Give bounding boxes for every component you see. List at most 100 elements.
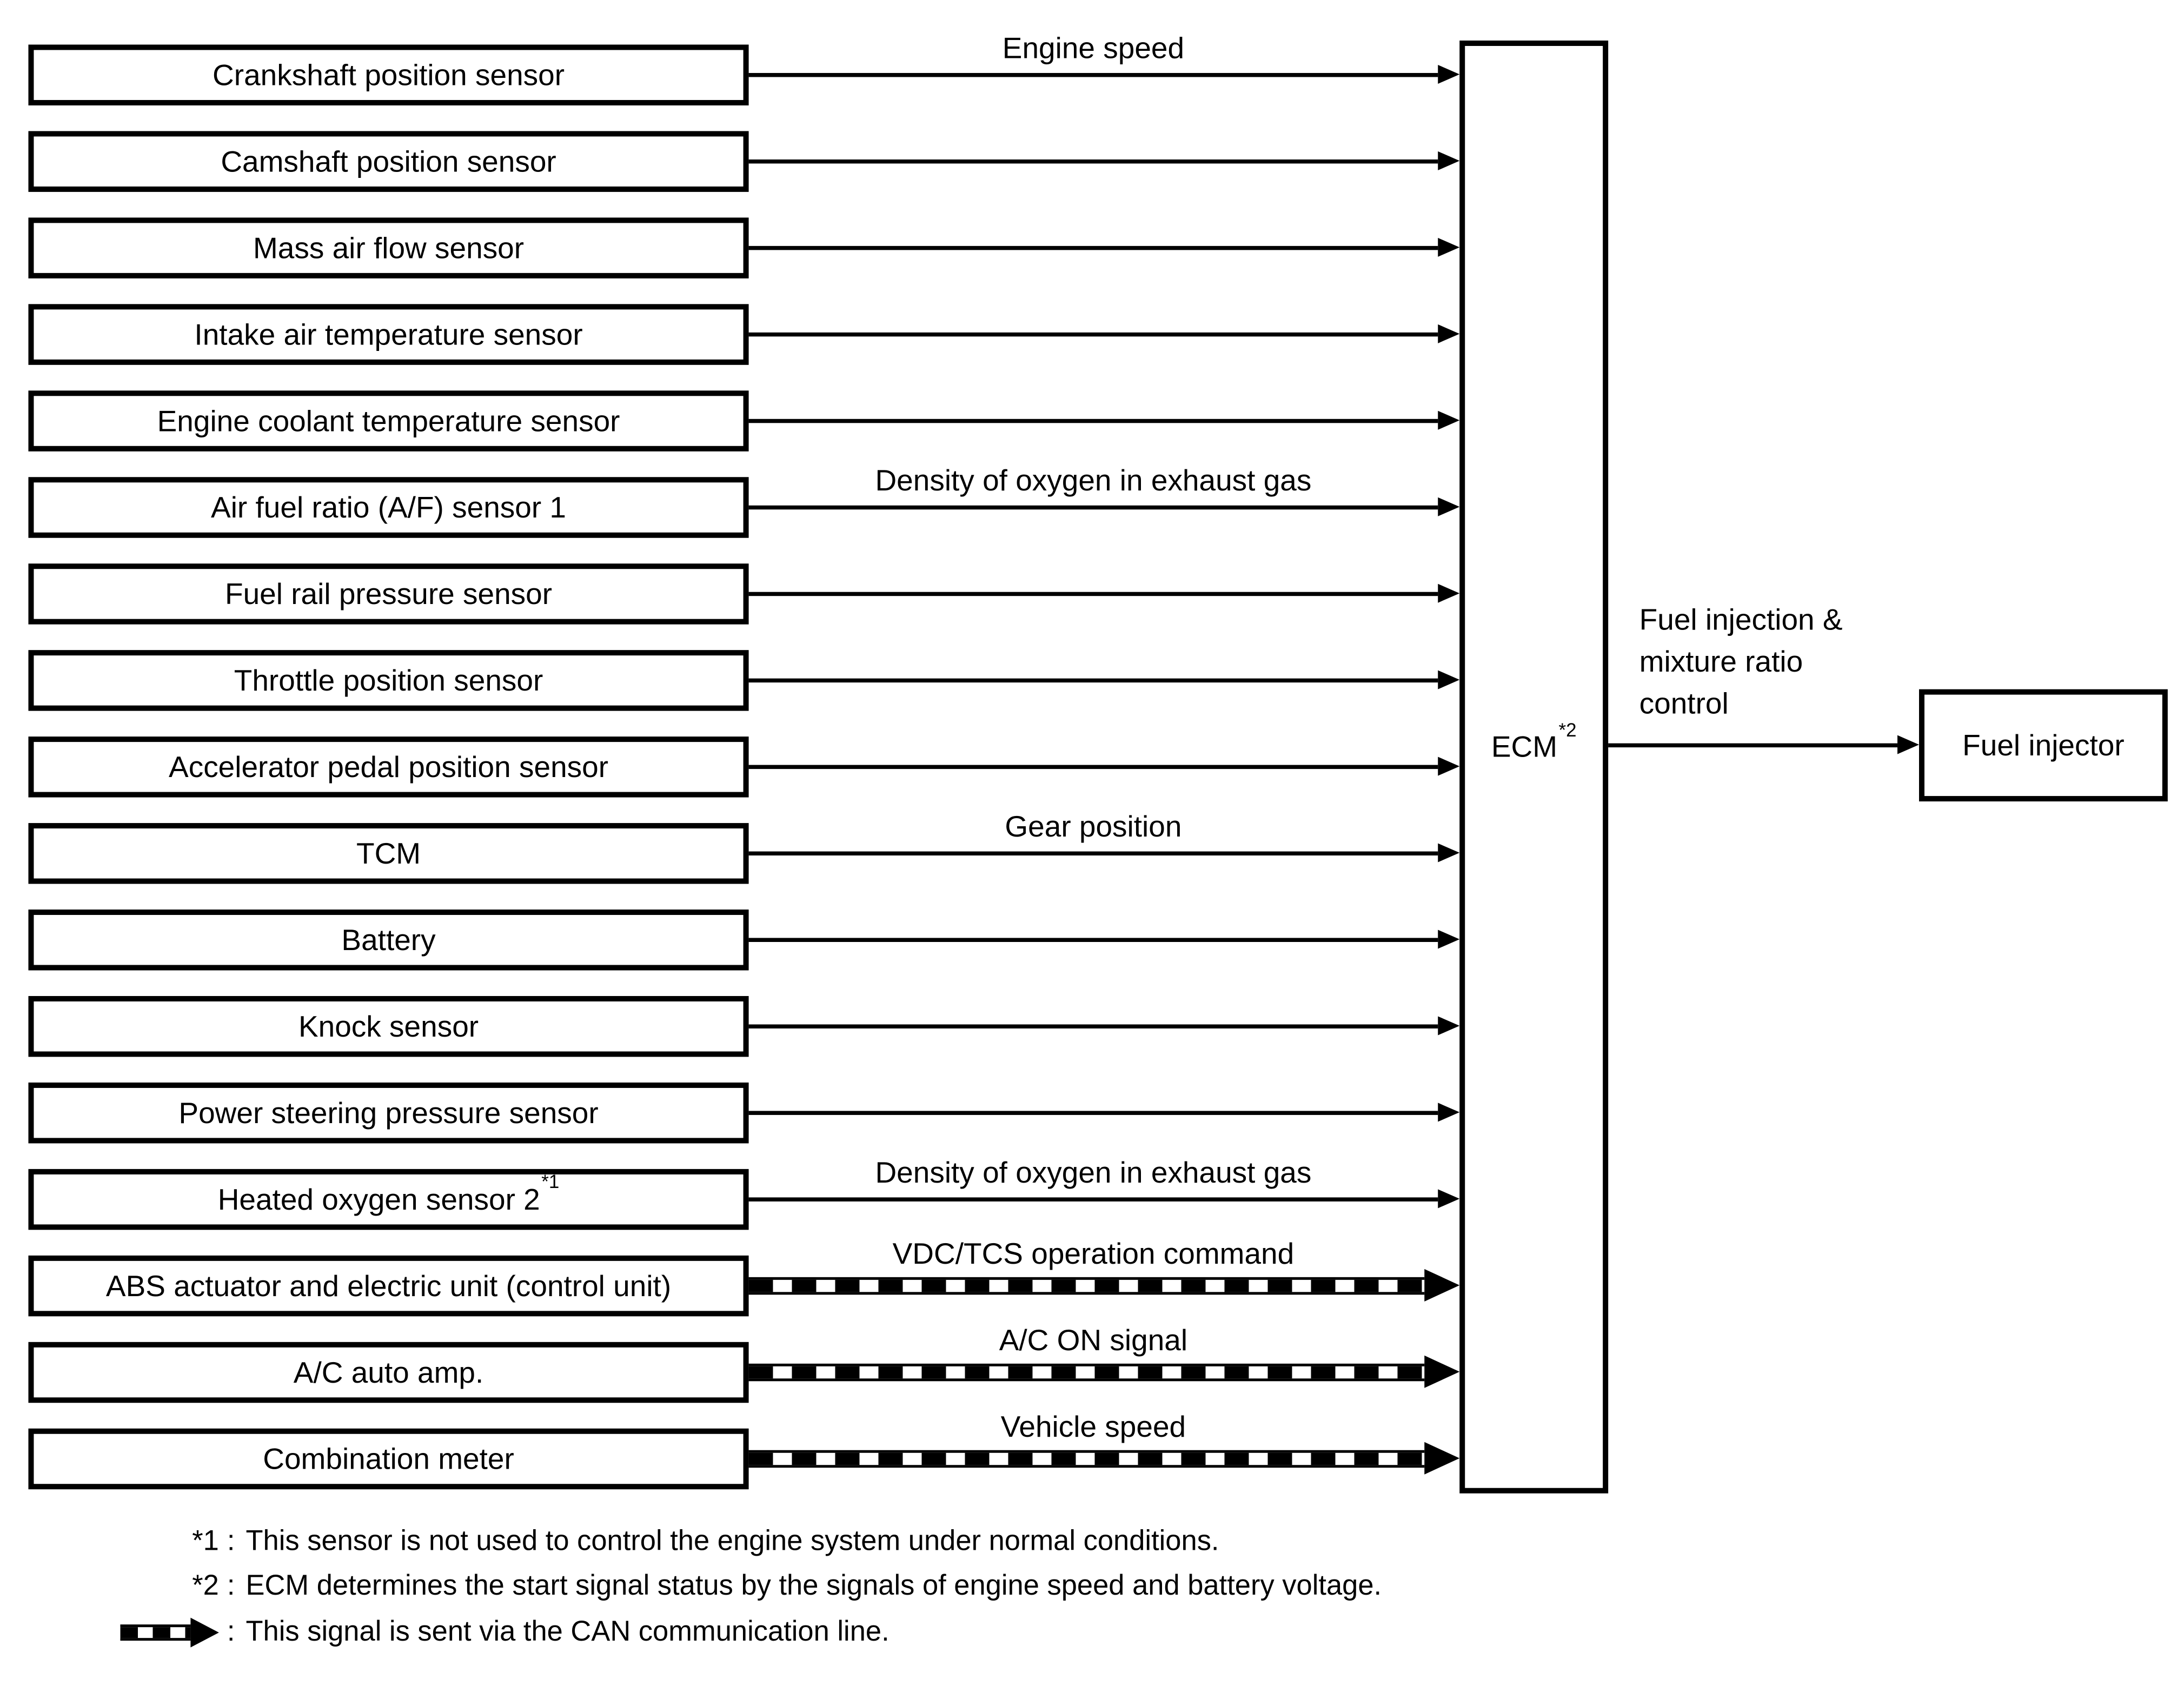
sensor-box-label: ABS actuator and electric unit (control …: [105, 1268, 672, 1303]
sensor-row: Engine coolant temperature sensor: [0, 390, 2184, 452]
sensor-row: Battery: [0, 910, 2184, 971]
signal-arrowhead-icon: [1438, 1189, 1460, 1209]
sensor-box-ac-auto-amp: A/C auto amp.: [28, 1342, 749, 1403]
signal-arrow-line: [748, 678, 1438, 683]
sensor-box-intake-air-temperature-sensor: Intake air temperature sensor: [28, 304, 749, 365]
signal-arrowhead-icon: [1438, 410, 1460, 430]
footnote-marker-text: *2: [192, 1570, 219, 1602]
sensor-row: Mass air flow sensor: [0, 217, 2184, 278]
signal-arrow-line: [748, 765, 1438, 769]
sensor-box-engine-coolant-temperature-sensor: Engine coolant temperature sensor: [28, 390, 749, 452]
sensor-row: A/C auto amp. A/C ON signal: [0, 1323, 2184, 1403]
signal-arrowhead-icon: [1438, 1016, 1460, 1036]
footnote-marker: *2: [105, 1570, 219, 1603]
sensor-row: Combination meter Vehicle speed: [0, 1410, 2184, 1490]
signal-label-engine-speed: Engine speed: [1002, 31, 1185, 65]
sensor-row: Camshaft position sensor: [0, 131, 2184, 192]
footnote-text: This sensor is not used to control the e…: [245, 1525, 1219, 1557]
signal-arrowhead-icon: [1438, 1103, 1460, 1122]
fuel-injection-control-label-line: mixture ratio: [1639, 645, 1803, 679]
footnote-separator: :: [227, 1570, 235, 1602]
footnote-separator: :: [227, 1525, 235, 1557]
sensor-box-throttle-position-sensor: Throttle position sensor: [28, 650, 749, 711]
signal-arrow-line: [748, 1111, 1438, 1115]
signal-arrowhead-icon: [1438, 497, 1460, 516]
sensor-box-crankshaft-position-sensor: Crankshaft position sensor: [28, 44, 749, 105]
sensor-row: Air fuel ratio (A/F) sensor 1 Density of…: [0, 463, 2184, 538]
sensor-box-label-text: Heated oxygen sensor 2: [217, 1182, 540, 1216]
signal-arrow-line: [748, 419, 1438, 423]
can-striped-arrow: [748, 1363, 1425, 1382]
sensor-box-label: Power steering pressure sensor: [178, 1095, 599, 1130]
fuel-injector-box: Fuel injector: [1919, 689, 2168, 802]
footnote-marker: *1: [105, 1526, 219, 1558]
sensor-box-label: Engine coolant temperature sensor: [157, 403, 620, 437]
signal-arrowhead-icon: [1438, 583, 1460, 603]
sensor-row: Fuel rail pressure sensor: [0, 563, 2184, 625]
sensor-box-label: Throttle position sensor: [234, 662, 543, 697]
footnote-marker-superscript: *2: [1558, 718, 1577, 740]
sensor-row: Crankshaft position sensor Engine speed: [0, 31, 2184, 105]
footnote-marker-text: *1: [192, 1525, 219, 1557]
sensor-box-label: Accelerator pedal position sensor: [169, 749, 609, 784]
sensor-box-knock-sensor: Knock sensor: [28, 995, 749, 1057]
sensor-box-label: Intake air temperature sensor: [194, 317, 583, 351]
fuel-injection-control-label-line: Fuel injection &: [1639, 602, 1843, 637]
signal-label-vehicle-speed: Vehicle speed: [1000, 1409, 1186, 1444]
signal-arrow-line: [748, 1197, 1438, 1202]
can-arrow-icon-bar: [120, 1624, 191, 1641]
signal-arrowhead-icon: [1438, 670, 1460, 689]
fuel-injector-label: Fuel injector: [1962, 727, 2125, 762]
sensor-box-label: A/C auto amp.: [293, 1355, 484, 1389]
signal-arrow-line: [748, 159, 1438, 164]
signal-arrow-line: [748, 592, 1438, 596]
can-arrowhead-icon: [1424, 1269, 1460, 1302]
sensor-box-label: Knock sensor: [298, 1008, 479, 1043]
footnote-can-legend: : This signal is sent via the CAN commun…: [105, 1615, 889, 1650]
can-arrowhead-icon: [1424, 1355, 1460, 1388]
sensor-box-accelerator-pedal-position-sensor: Accelerator pedal position sensor: [28, 736, 749, 798]
sensor-box-air-fuel-ratio-sensor-1: Air fuel ratio (A/F) sensor 1: [28, 477, 749, 538]
signal-label-density-of-oxygen-2: Density of oxygen in exhaust gas: [875, 1155, 1312, 1190]
signal-arrow-line: [748, 1024, 1438, 1028]
fuel-injection-control-label-line: control: [1639, 686, 1729, 721]
sensor-box-label: Air fuel ratio (A/F) sensor 1: [211, 489, 567, 524]
output-arrow-line: [1608, 743, 1898, 748]
footnote-text: This signal is sent via the CAN communic…: [245, 1616, 889, 1648]
can-arrow-icon-head: [190, 1617, 219, 1648]
sensor-box-tcm: TCM: [28, 823, 749, 884]
sensor-box-label: Camshaft position sensor: [221, 144, 556, 178]
sensor-box-abs-actuator-and-electric-unit: ABS actuator and electric unit (control …: [28, 1255, 749, 1317]
sensor-box-combination-meter: Combination meter: [28, 1428, 749, 1490]
signal-arrowhead-icon: [1438, 324, 1460, 343]
signal-arrow-line: [748, 72, 1438, 77]
sensor-box-label: Heated oxygen sensor 2*1: [217, 1172, 560, 1217]
sensor-row: Power steering pressure sensor: [0, 1082, 2184, 1144]
sensor-row: ABS actuator and electric unit (control …: [0, 1237, 2184, 1317]
footnote-marker: [105, 1617, 219, 1648]
fuel-injection-control-label: Fuel injection & mixture ratio control: [1639, 599, 1843, 724]
footnote-marker-superscript: *1: [541, 1170, 560, 1192]
can-arrowhead-icon: [1424, 1442, 1460, 1475]
signal-label-ac-on-signal: A/C ON signal: [999, 1323, 1188, 1357]
sensor-box-label: Mass air flow sensor: [253, 230, 525, 264]
ecm-box: ECM*2: [1459, 40, 1609, 1494]
footnote-1: *1 : This sensor is not used to control …: [105, 1524, 1219, 1559]
sensor-box-label: TCM: [356, 835, 421, 870]
sensor-box-label: Fuel rail pressure sensor: [224, 576, 553, 610]
sensor-box-label: Combination meter: [263, 1441, 514, 1475]
sensor-box-battery: Battery: [28, 910, 749, 971]
signal-arrow-line: [748, 851, 1438, 856]
sensor-box-camshaft-position-sensor: Camshaft position sensor: [28, 131, 749, 192]
signal-arrowhead-icon: [1438, 151, 1460, 170]
sensor-box-mass-air-flow-sensor: Mass air flow sensor: [28, 217, 749, 278]
signal-arrowhead-icon: [1438, 64, 1460, 84]
signal-arrow-line: [748, 245, 1438, 250]
sensor-row: Accelerator pedal position sensor: [0, 736, 2184, 798]
signal-label-gear-position: Gear position: [1005, 809, 1182, 844]
signal-arrow-line: [748, 505, 1438, 510]
signal-label-density-of-oxygen-1: Density of oxygen in exhaust gas: [875, 463, 1312, 497]
can-striped-arrow: [748, 1277, 1425, 1295]
